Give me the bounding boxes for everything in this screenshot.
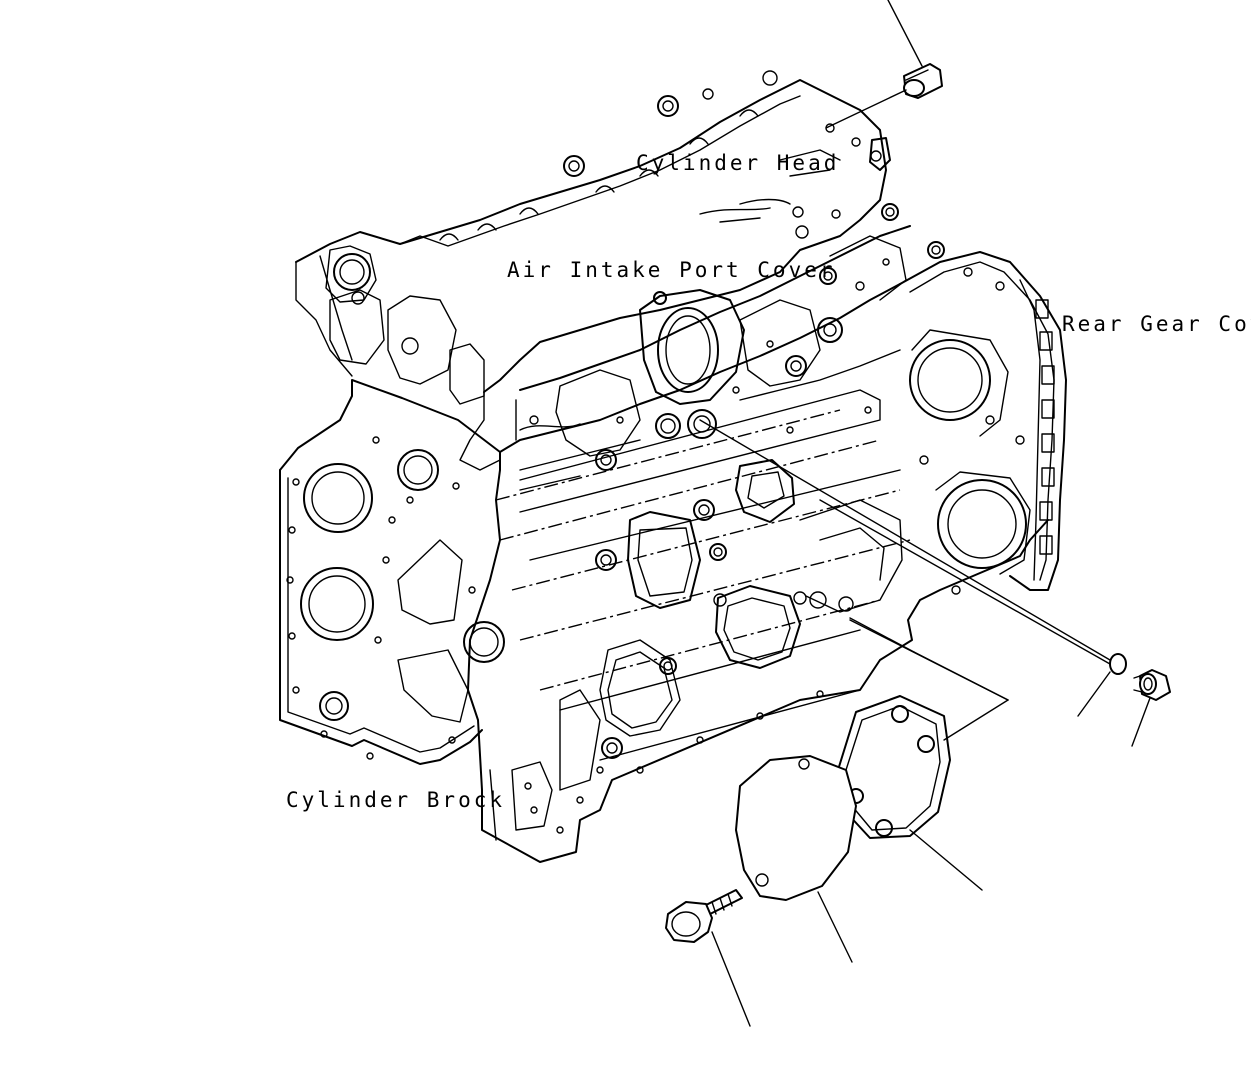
rear-gear-cover-label: Rear Gear Cover [1062,312,1251,336]
air-intake-manifold-side [499,225,911,491]
top-plug [825,0,943,129]
bolt [665,889,751,1027]
cylinder-block [279,379,1049,863]
cylinder-head-label: Cylinder Head [636,151,840,175]
drain-plug [1131,669,1171,747]
gasket [837,617,1009,891]
air-intake-port-cover-label: Air Intake Port Cover [507,258,836,282]
cover-plate [735,755,857,963]
rear-gear-cover [881,203,1067,595]
cylinder-block-label: Cylinder Brock [286,788,506,812]
o-ring [1077,653,1127,717]
cylinder-head [295,70,891,471]
